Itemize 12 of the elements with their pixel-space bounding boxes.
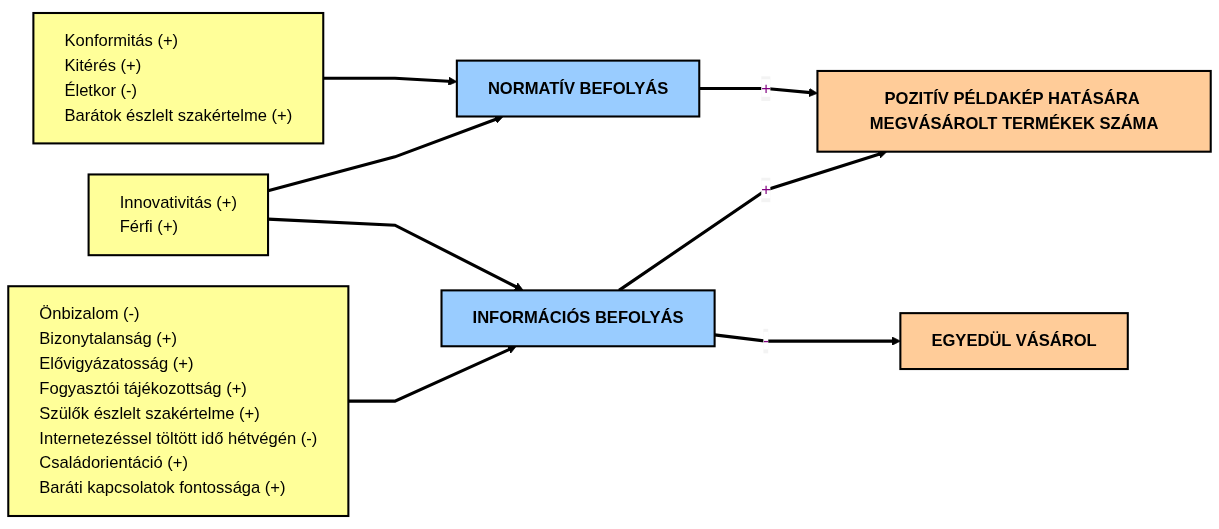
node-box: NORMATÍV BEFOLYÁS: [455, 59, 701, 118]
node-box: Konformitás (+) Kitérés (+) Életkor (-) Barátok észlelt szakértelme (+): [32, 11, 325, 145]
arrow: [699, 87, 818, 98]
edge-label: +: [761, 79, 771, 97]
node-box: INFORMÁCIÓS BEFOLYÁS: [440, 289, 716, 348]
node-box: Önbizalom (-) Bizonytalanság (+) Elővigyázatosság (+) Fogyasztói tájékozottság (+) Szülők észlelt szakértelme (+) Internetezéssel töltött idő hétvégén (-) Családorientáció (+) Baráti kapcsolatok fontossága (+): [7, 285, 350, 518]
node-box: EGYEDÜL VÁSÁROL: [899, 312, 1129, 371]
edge-label: +: [761, 180, 771, 199]
edge-label: -: [763, 331, 769, 350]
arrow: [714, 333, 901, 346]
node-box: Innovativitás (+) Férfi (+): [87, 173, 270, 257]
node-box: POZITÍV PÉLDAKÉP HATÁSÁRA MEGVÁSÁROLT TERMÉKEK SZÁMA: [816, 69, 1212, 153]
